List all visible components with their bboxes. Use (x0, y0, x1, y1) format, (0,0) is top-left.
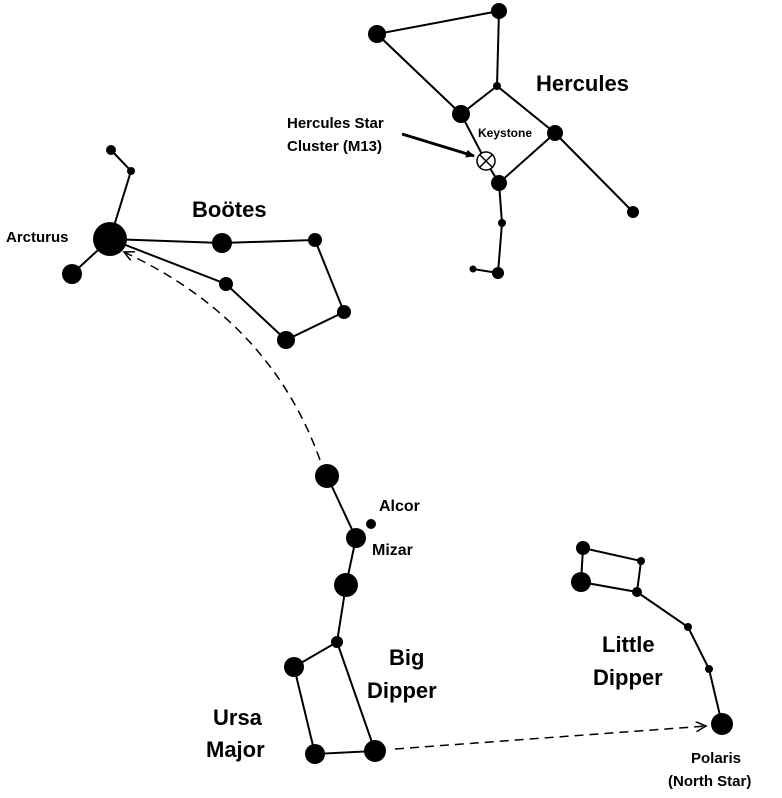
bootes-label: Boötes (192, 197, 267, 222)
little-dipper-label-line1: Little (602, 632, 655, 657)
alcor-star (366, 519, 376, 529)
star (452, 105, 470, 123)
star (308, 233, 322, 247)
star (576, 541, 590, 555)
star (368, 25, 386, 43)
star (331, 636, 343, 648)
star (469, 265, 477, 273)
star (547, 125, 563, 141)
star (684, 623, 692, 631)
star (364, 740, 386, 762)
star (277, 331, 295, 349)
m13-label-line2: Cluster (M13) (287, 138, 382, 155)
star (62, 264, 82, 284)
star (284, 657, 304, 677)
star (315, 464, 339, 488)
star (498, 219, 506, 227)
polaris-label-line1: Polaris (691, 750, 741, 767)
m13-pointer-arrow (401, 132, 475, 158)
star (219, 277, 233, 291)
mizar-star (346, 528, 366, 548)
m13-cluster-icon (476, 151, 496, 171)
star (492, 267, 504, 279)
m13-label-line1: Hercules Star (287, 115, 384, 132)
star (337, 305, 351, 319)
big-dipper-asterism (292, 475, 377, 756)
little-dipper-label-line2: Dipper (593, 665, 663, 690)
star (127, 167, 135, 175)
ursa-major-label-line1: Ursa (213, 705, 263, 730)
polaris-star (711, 713, 733, 735)
mizar-label: Mizar (372, 542, 413, 559)
star (305, 744, 325, 764)
star (637, 557, 645, 565)
arc-to-arcturus-arrow (124, 252, 321, 461)
hercules-label: Hercules (536, 71, 629, 96)
star (627, 206, 639, 218)
star (334, 573, 358, 597)
star (493, 82, 501, 90)
star (212, 233, 232, 253)
star (705, 665, 713, 673)
alcor-label: Alcor (379, 498, 420, 515)
keystone-label: Keystone (478, 126, 532, 140)
big-dipper-label-line1: Big (389, 645, 424, 670)
star (571, 572, 591, 592)
hercules-constellation (376, 9, 634, 275)
star (632, 587, 642, 597)
pointer-to-polaris-arrow (394, 726, 706, 750)
star (491, 3, 507, 19)
big-dipper-label-line2: Dipper (367, 678, 437, 703)
star (106, 145, 116, 155)
ursa-major-label-line2: Major (206, 737, 265, 762)
arcturus-star (93, 222, 127, 256)
polaris-label-line2: (North Star) (668, 773, 751, 790)
arcturus-label: Arcturus (6, 229, 69, 246)
star (491, 175, 507, 191)
